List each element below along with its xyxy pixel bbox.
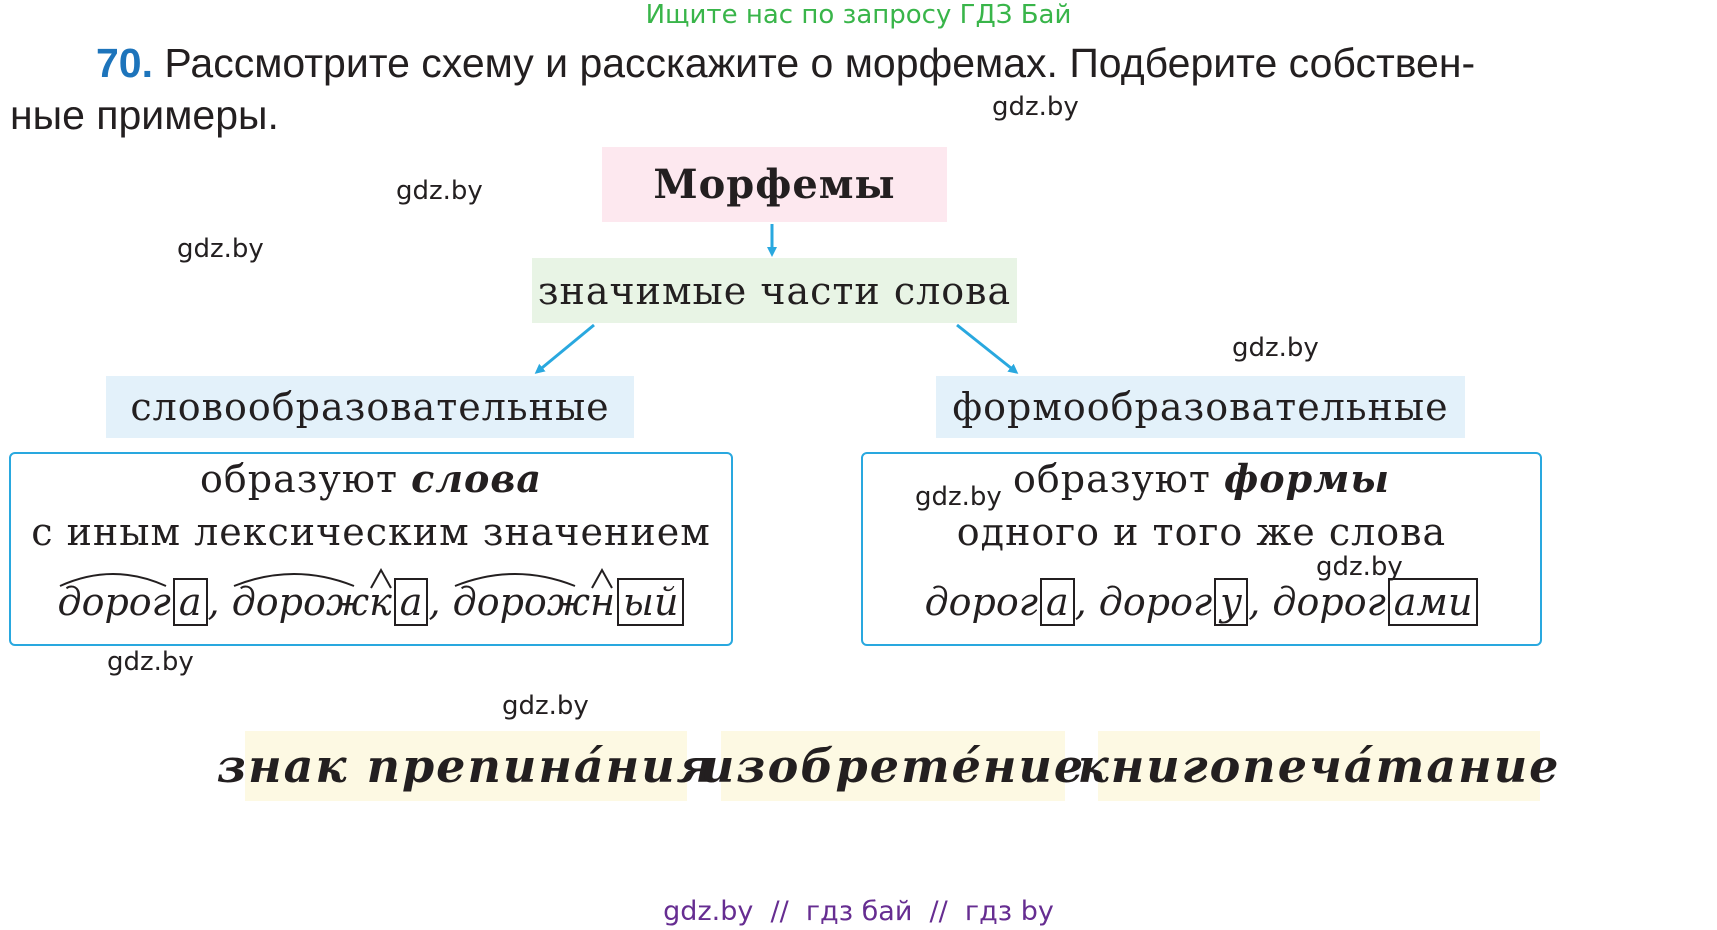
word-card-3: книгопеча́тание [1078,731,1558,801]
right-desc-line1: образуют формы [863,456,1540,501]
watermark: gdz.by [1232,333,1319,363]
footer-watermark: gdz.by // гдз бай // гдз by [663,896,1054,927]
watermark: gdz.by [177,234,264,264]
watermark: gdz.by [992,92,1079,122]
root-arc-3: дорож [452,573,591,624]
task-text-line2: ные примеры. [10,92,279,138]
root-label: Морфемы [653,161,896,208]
ex2-suffix: к [369,580,392,624]
left-desc-pre: образуют [200,457,398,501]
right-desc-bold: формы [1224,456,1390,501]
meaningful-parts-box: значимые части слова [532,258,1017,323]
suffix-mark-2: н [590,567,615,624]
word-card-2: изобрете́ние [701,731,1083,801]
form-building-description: образуют формы одного и того же слова до… [861,452,1542,646]
task-text-line1: 70. Рассмотрите схему и расскажите о мор… [96,40,1475,87]
middle-label: значимые части слова [537,268,1012,313]
watermark: gdz.by [107,647,194,677]
ex2-root: дорож [231,580,370,624]
morphemes-root-box: Морфемы [602,147,947,222]
word-3: книгопеча́тание [1077,739,1561,793]
word-forming-box: словообразовательные [106,376,634,438]
comma: , [1248,580,1261,624]
watermark: gdz.by [396,176,483,206]
left-desc-line1: образуют слова [11,456,731,501]
ex1-root: дорог [57,580,171,624]
r-ex3-ending: ами [1387,578,1479,626]
comma: , [207,580,220,624]
left-desc-bold: слова [411,456,542,501]
r-ex1-ending: а [1039,578,1075,626]
word-forming-label: словообразовательные [130,385,610,429]
form-building-label: формообразовательные [952,385,1449,429]
r-ex2-root: дорог [1098,580,1213,624]
arrow-left [534,323,595,374]
r-ex3-root: дорог [1272,580,1386,624]
ex2-ending: а [393,578,429,626]
comma: , [428,580,441,624]
word-forming-description: образуют слова с иным лексическим значен… [9,452,733,646]
ex3-root: дорож [452,580,591,624]
arrow-right [956,323,1019,374]
watermark: gdz.by [502,691,589,721]
r-ex1-root: дорог [924,580,1038,624]
word-2: изобрете́ние [700,739,1086,793]
right-desc-line2: одного и того же слова [956,510,1447,554]
word-1: знак препина́ния [216,739,716,793]
task-number: 70. [96,40,153,86]
suffix-mark-1: к [369,567,392,624]
task-line1-text: Рассмотрите схему и расскажите о морфема… [164,40,1476,86]
comma: , [1074,580,1087,624]
word-card-1: знак препина́ния [217,731,713,801]
watermark: gdz.by [1316,552,1403,582]
root-arc-2: дорож [231,573,370,624]
form-building-box: формообразовательные [936,376,1465,438]
right-desc-pre: образуют [1012,457,1211,501]
watermark: gdz.by [915,482,1002,512]
r-ex2-ending: у [1214,578,1249,626]
left-desc-line2: с иным лексическим значением [31,510,711,554]
ex1-ending: а [172,578,208,626]
ex3-ending: ый [617,578,685,626]
search-banner: Ищите нас по запросу ГДЗ Бай [645,0,1072,30]
root-arc-1: дорог [57,573,171,624]
